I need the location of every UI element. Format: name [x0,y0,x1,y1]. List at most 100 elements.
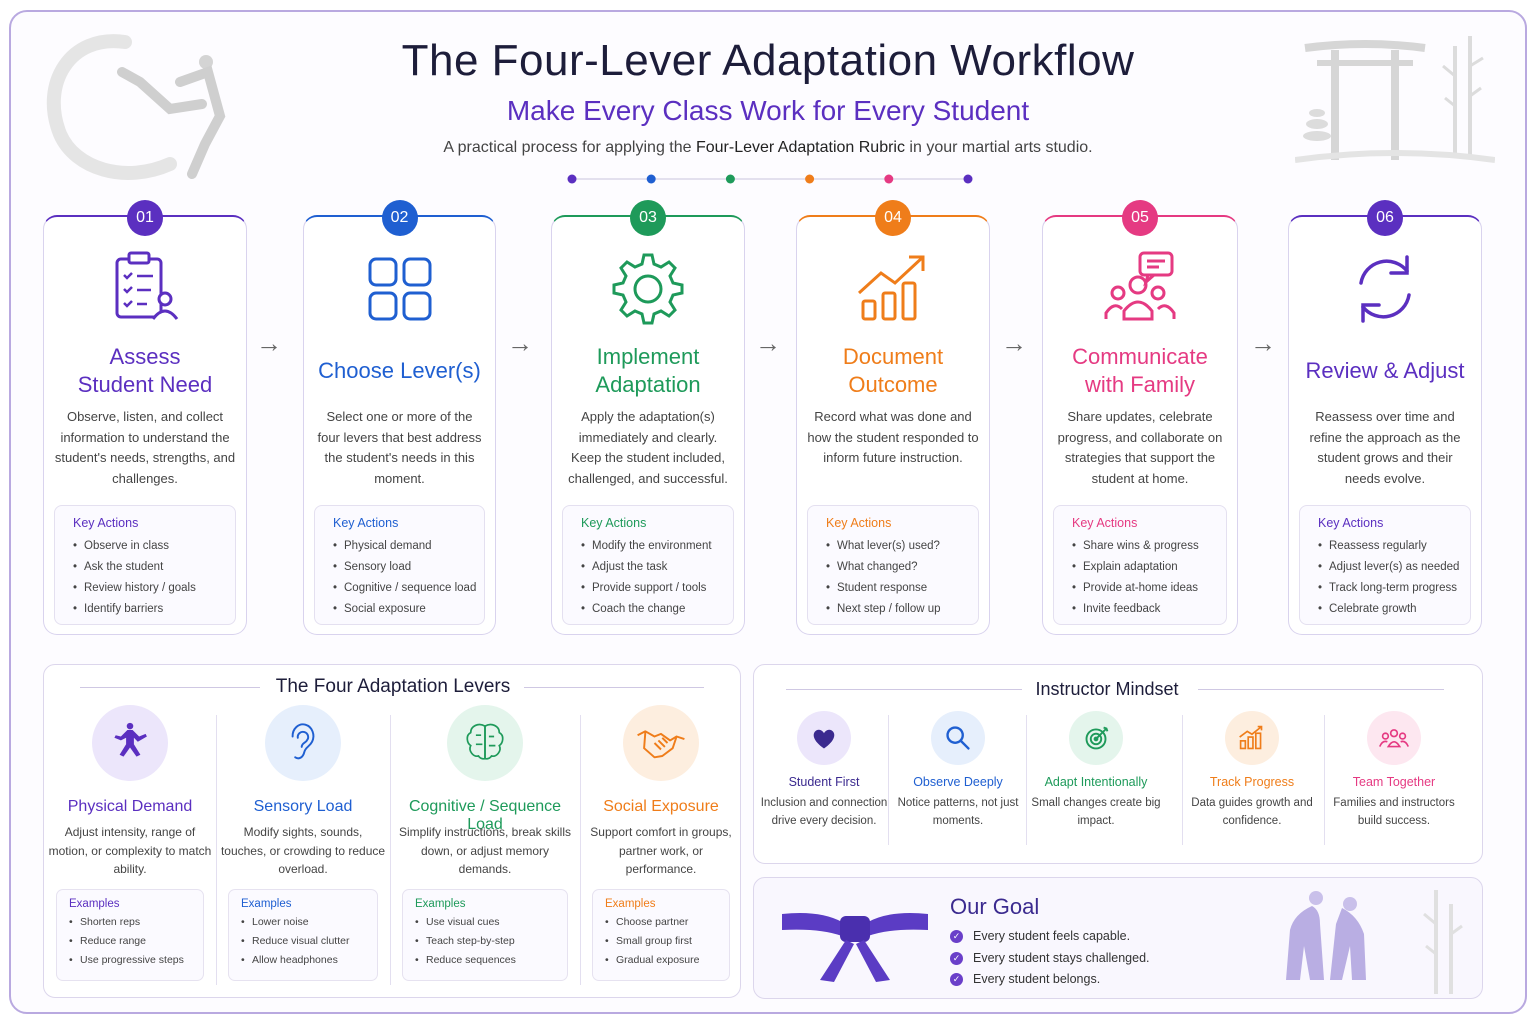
mindset-icon-circle [1367,711,1421,765]
key-action-item: Provide at-home ideas [1072,578,1226,599]
heart-icon [813,729,835,749]
key-action-item: Next step / follow up [826,599,978,620]
lever-card: Physical Demand Adjust intensity, range … [44,665,216,995]
mindset-divider [888,715,889,845]
step-description: Reassess over time and refine the approa… [1309,409,1461,486]
lever-title: Sensory Load [253,798,353,815]
example-item: Allow headphones [241,951,377,970]
mindset-item: Student First Inclusion and connection d… [754,711,894,851]
key-action-item: Adjust lever(s) as needed [1318,557,1470,578]
key-action-item: Sensory load [333,557,484,578]
arrow-right-icon: → [507,328,533,358]
mindset-icon-circle [797,711,851,765]
key-actions-box: Key Actions Modify the environmentAdjust… [562,505,734,625]
key-actions-box: Key Actions What lever(s) used?What chan… [807,505,979,625]
bowing-students-illustration [1286,890,1463,994]
lever-icon-circle [623,705,699,781]
step-dot [567,174,577,184]
mindset-description: Families and instructors build success. [1333,797,1455,827]
arrow-right-icon: → [1001,328,1027,358]
step-number-badge: 05 [1122,200,1158,236]
key-action-item: Coach the change [581,599,733,620]
mindset-item: Adapt Intentionally Small changes create… [1026,711,1166,851]
gear-icon [612,253,684,325]
key-actions-box: Key Actions Physical demandSensory loadC… [314,505,485,625]
check-circle-icon: ✓ [950,973,963,987]
lever-divider [216,715,217,985]
ear-icon [291,723,315,760]
example-item: Teach step-by-step [415,932,567,951]
workflow-step-card: 02 Choose Lever(s) Select one or more of… [303,200,496,635]
mindset-description: Inclusion and connection drive every dec… [760,797,888,827]
key-actions-box: Key Actions Observe in classAsk the stud… [54,505,236,625]
bar-chart-icon [1239,725,1263,750]
mindset-divider [1026,715,1027,845]
goal-text: Every student feels capable. [973,929,1131,943]
goal-list: ✓ Every student feels capable. ✓Every stud… [950,926,1150,991]
key-action-item: Ask the student [73,557,235,578]
key-actions-box: Key Actions Share wins & progressExplain… [1053,505,1227,625]
check-circle-icon: ✓ [950,930,963,944]
example-item: Lower noise [241,913,377,932]
progress-dots [567,174,973,184]
examples-box: Examples Lower noiseReduce visual clutte… [228,889,378,981]
kicking-martial-artist-logo [46,34,226,180]
step-number-badge: 04 [875,200,911,236]
key-action-item: Explain adaptation [1072,557,1226,578]
handshake-icon [637,730,685,759]
key-actions-title: Key Actions [1072,516,1138,530]
key-actions-title: Key Actions [333,516,399,530]
example-item: Reduce sequences [415,951,567,970]
clipboard-user-icon [115,251,179,320]
step-description: Apply the adaptation(s) immediately and … [568,409,728,486]
key-actions-title: Key Actions [581,516,647,530]
key-action-item: What changed? [826,557,978,578]
example-item: Choose partner [605,913,729,932]
page-title: The Four-Lever Adaptation Workflow [401,36,1135,85]
mindset-title: Adapt Intentionally [1044,775,1148,789]
levers-panel: The Four Adaptation Levers Physical Dema… [43,664,741,998]
mindset-divider [1182,715,1183,845]
examples-title: Examples [69,898,120,910]
example-item: Use visual cues [415,913,567,932]
step-dot [884,174,894,184]
mindset-title: Team Together [1352,775,1436,789]
key-action-item: Provide support / tools [581,578,733,599]
lever-icon-circle [92,705,168,781]
lever-divider [390,715,391,985]
step-dot [805,174,815,184]
goal-title: Our Goal [950,894,1040,919]
brain-icon [466,723,504,760]
step-description: Observe, listen, and collect information… [54,409,236,486]
mindset-title: Student First [788,775,860,789]
martial-artist-icon [114,722,147,757]
example-item: Gradual exposure [605,951,729,970]
examples-box: Examples Use visual cuesTeach step-by-st… [402,889,568,981]
key-actions-title: Key Actions [826,516,892,530]
examples-title: Examples [415,898,466,910]
step-description: Select one or more of the four levers th… [317,409,482,486]
step-title: Choose Lever(s) [318,358,481,383]
lever-description: Support comfort in groups, partner work,… [590,825,732,876]
examples-box: Examples Choose partnerSmall group first… [592,889,730,981]
key-actions-title: Key Actions [73,516,139,530]
examples-box: Examples Shorten repsReduce rangeUse pro… [56,889,204,981]
lever-icon-circle [447,705,523,781]
goal-item: ✓Every student belongs. [950,969,1150,991]
key-action-item: Share wins & progress [1072,536,1226,557]
mindset-icon-circle [1225,711,1279,765]
target-icon [1085,726,1109,750]
refresh-icon [1359,255,1411,323]
lever-title: Cognitive / Sequence Load [408,798,562,833]
example-item: Reduce visual clutter [241,932,377,951]
levers-title: The Four Adaptation Levers [275,676,511,697]
check-circle-icon: ✓ [950,951,963,965]
arrow-right-icon: → [256,328,282,358]
key-action-item: Observe in class [73,536,235,557]
step-dot [646,174,656,184]
key-action-item: Adjust the task [581,557,733,578]
